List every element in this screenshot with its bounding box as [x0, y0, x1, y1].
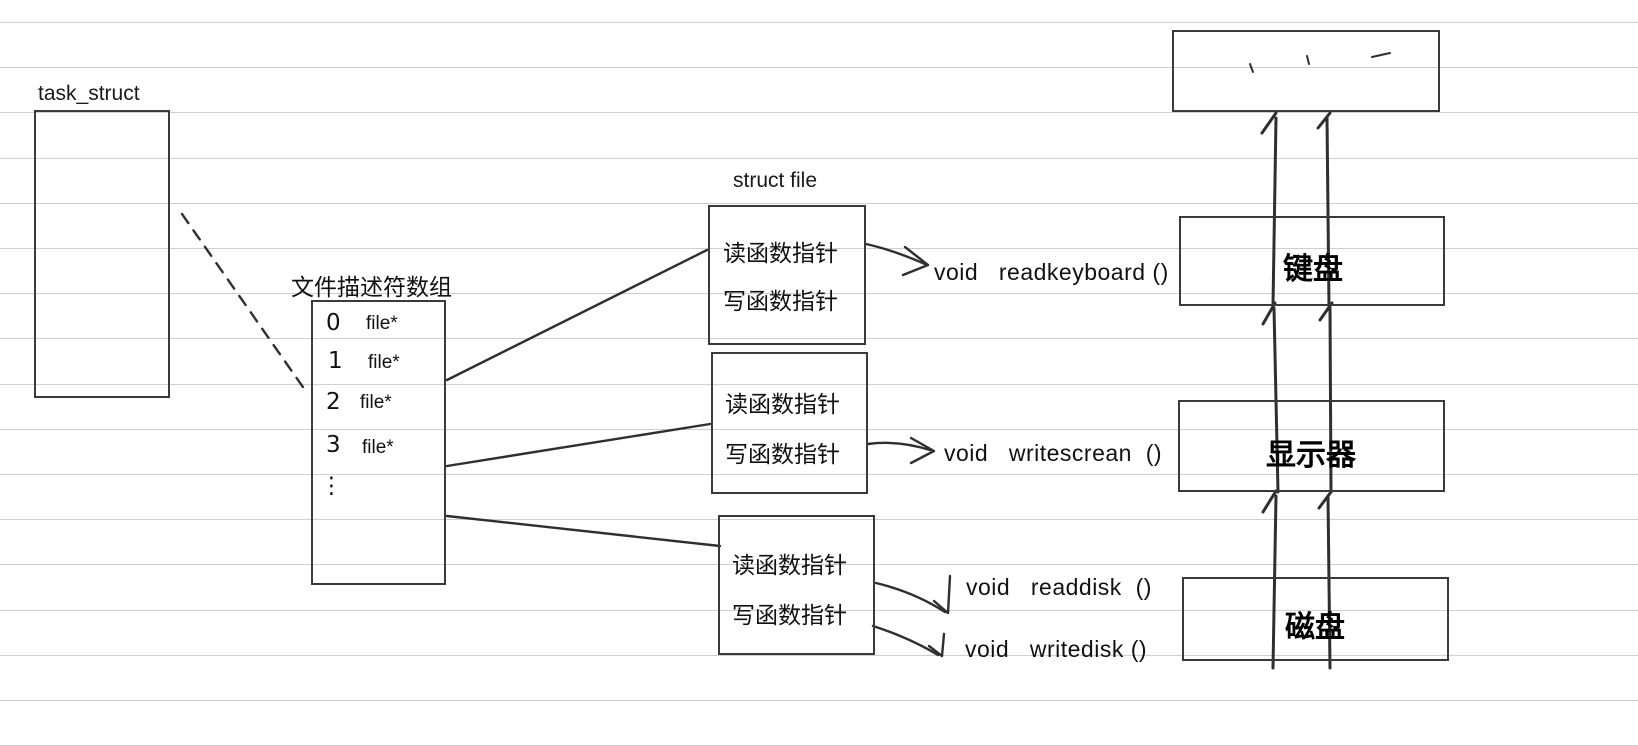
function-parens-writedisk: () — [1130, 636, 1148, 662]
line-keyboard-down — [1325, 116, 1331, 308]
struct-file-box-2[interactable] — [711, 352, 868, 494]
device-title-keyboard: 键盘 — [1283, 252, 1343, 287]
function-name-writescrean: writescrean — [1008, 440, 1132, 466]
arrow-keyboard-up-shaft — [1271, 116, 1278, 308]
function-label-readkeyboard: void readkeyboard () — [934, 259, 1169, 286]
stray-mark-1 — [1249, 63, 1254, 73]
device-title-disk: 磁盘 — [1285, 610, 1345, 645]
fd-array-label: 文件描述符数组 — [291, 275, 452, 301]
struct-file-2-read-field: 读函数指针 — [725, 392, 840, 418]
arrow-writescrean-head — [909, 436, 936, 465]
link-fd-to-file3 — [445, 514, 722, 548]
function-name-writedisk: writedisk — [1029, 636, 1124, 662]
fd-value-3: file* — [362, 437, 394, 458]
function-return-type-readkeyboard: void — [934, 259, 979, 285]
task-struct-box[interactable] — [34, 110, 170, 398]
arrow-readdisk-head — [932, 574, 952, 615]
arrow-keyboard-up-head — [1260, 111, 1278, 135]
arrow-writedisk-shaft — [871, 624, 940, 657]
device-title-display: 显示器 — [1266, 438, 1356, 473]
struct-file-2-write-field: 写函数指针 — [725, 442, 840, 468]
fd-index-2: 2 — [326, 389, 341, 415]
link-fd-to-file2 — [445, 422, 712, 468]
function-label-readdisk: void readdisk () — [966, 574, 1152, 601]
fd-index-3: 3 — [326, 432, 341, 458]
fd-array-ellipsis: ⋮ — [320, 473, 343, 499]
stray-mark-2 — [1306, 55, 1310, 65]
function-return-type-writescrean: void — [944, 440, 989, 466]
fd-value-0: file* — [366, 313, 398, 334]
device-box-display[interactable] — [1178, 400, 1445, 492]
fd-value-2: file* — [360, 392, 392, 413]
line-disk-down-hook — [1317, 490, 1333, 510]
function-label-writescrean: void writescrean () — [944, 440, 1162, 467]
line-disk-down — [1326, 494, 1332, 670]
arrow-writedisk-head — [927, 632, 946, 658]
function-return-type-readdisk: void — [966, 574, 1011, 600]
link-fd-to-file1 — [445, 248, 709, 382]
fd-array-box[interactable] — [311, 300, 446, 585]
arrow-readdisk-shaft — [874, 581, 947, 614]
arrow-writescrean-shaft — [866, 441, 932, 452]
device-box-top[interactable] — [1172, 30, 1440, 112]
struct-file-3-write-field: 写函数指针 — [732, 603, 847, 629]
fd-index-0: 0 — [326, 310, 341, 336]
function-return-type-writedisk: void — [965, 636, 1010, 662]
function-label-writedisk: void writedisk () — [965, 636, 1147, 663]
arrow-disk-up-head — [1261, 489, 1278, 514]
line-keyboard-down-hook — [1316, 111, 1332, 130]
function-name-readkeyboard: readkeyboard — [998, 259, 1146, 285]
device-box-disk[interactable] — [1182, 577, 1449, 661]
function-parens-readdisk: () — [1135, 574, 1152, 600]
struct-file-box-1[interactable] — [708, 205, 866, 345]
struct-file-label: struct file — [733, 169, 818, 192]
arrow-readkeyboard-head — [901, 245, 930, 277]
function-parens-writescrean: () — [1145, 440, 1163, 466]
device-box-keyboard[interactable] — [1179, 216, 1445, 306]
function-name-readdisk: readdisk — [1030, 574, 1122, 600]
dashed-leader-line — [180, 212, 307, 392]
fd-value-1: file* — [368, 352, 400, 373]
task-struct-label: task_struct — [38, 82, 140, 105]
arrow-readkeyboard-shaft — [864, 242, 927, 266]
stray-mark-3 — [1371, 52, 1391, 58]
struct-file-1-read-field: 读函数指针 — [723, 241, 838, 267]
fd-index-1: 1 — [328, 348, 343, 374]
function-parens-readkeyboard: () — [1152, 259, 1169, 285]
struct-file-1-write-field: 写函数指针 — [723, 289, 838, 315]
struct-file-3-read-field: 读函数指针 — [732, 553, 847, 579]
arrow-display-up-head — [1261, 301, 1277, 326]
struct-file-box-3[interactable] — [718, 515, 875, 655]
arrow-disk-up-shaft — [1271, 494, 1278, 670]
